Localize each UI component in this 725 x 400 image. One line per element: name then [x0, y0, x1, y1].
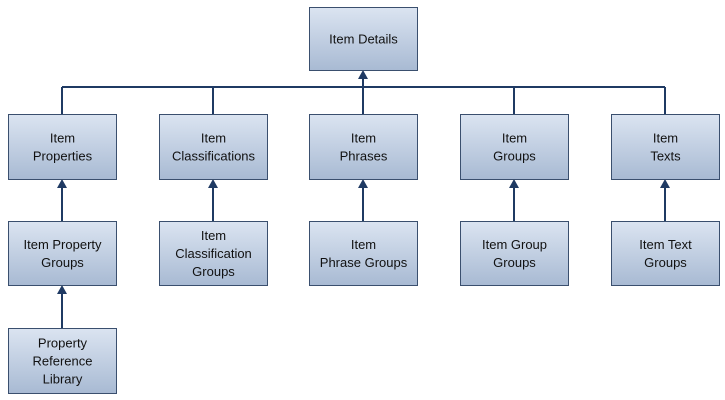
connectors [57, 70, 670, 328]
node-label-item-property-groups-line-1: Item Property [23, 237, 102, 252]
node-label-item-texts-line-2: Texts [650, 149, 681, 164]
node-box-item-property-groups [8, 221, 117, 286]
node-label-item-texts-line-1: Item [653, 131, 678, 146]
node-label-item-text-groups-line-1: Item Text [639, 237, 692, 252]
nodes: Item DetailsItemPropertiesItemClassifica… [8, 7, 720, 394]
node-box-item-groups [460, 114, 569, 180]
node-box-item-phrases [309, 114, 418, 180]
node-label-item-classification-groups-line-1: Item [201, 228, 226, 243]
node-box-item-texts [611, 114, 720, 180]
node-label-item-group-groups-line-1: Item Group [482, 237, 547, 252]
node-label-item-classifications-line-2: Classifications [172, 149, 256, 164]
node-box-property-reference-library [8, 328, 117, 394]
arrowhead-item-phrases-from-item-phrase-groups [358, 179, 368, 188]
node-label-item-phrases-line-2: Phrases [340, 149, 388, 164]
node-box-item-phrase-groups [309, 221, 418, 286]
arrowhead-item-details [358, 70, 368, 79]
node-label-item-properties-line-1: Item [50, 131, 75, 146]
node-label-item-properties-line-2: Properties [33, 149, 93, 164]
node-label-item-text-groups-line-2: Groups [644, 255, 687, 270]
node-label-item-phrase-groups-line-1: Item [351, 237, 376, 252]
node-label-item-groups-line-2: Groups [493, 149, 536, 164]
node-label-item-details-line-1: Item Details [329, 32, 398, 47]
node-box-item-group-groups [460, 221, 569, 286]
node-label-item-phrase-groups-line-2: Phrase Groups [320, 255, 408, 270]
node-label-item-property-groups-line-2: Groups [41, 255, 84, 270]
node-label-item-groups-line-1: Item [502, 131, 527, 146]
node-box-item-properties [8, 114, 117, 180]
arrowhead-item-properties-from-item-property-groups [57, 179, 67, 188]
node-label-item-phrases-line-1: Item [351, 131, 376, 146]
node-label-item-classification-groups-line-2: Classification [175, 246, 252, 261]
node-box-item-details [309, 7, 418, 71]
node-box-item-classification-groups [159, 221, 268, 286]
node-label-property-reference-library-line-2: Reference [33, 354, 93, 369]
node-label-property-reference-library-line-1: Property [38, 336, 88, 351]
node-label-property-reference-library-line-3: Library [43, 372, 83, 387]
arrowhead-item-texts-from-item-text-groups [660, 179, 670, 188]
arrowhead-item-classifications-from-item-classification-groups [208, 179, 218, 188]
node-label-item-classifications-line-1: Item [201, 131, 226, 146]
node-box-item-classifications [159, 114, 268, 180]
node-label-item-classification-groups-line-3: Groups [192, 264, 235, 279]
node-box-item-text-groups [611, 221, 720, 286]
arrowhead-item-groups-from-item-group-groups [509, 179, 519, 188]
node-item-details: Item Details [309, 7, 418, 71]
arrowhead-item-property-groups-from-property-reference-library [57, 285, 67, 294]
node-label-item-group-groups-line-2: Groups [493, 255, 536, 270]
